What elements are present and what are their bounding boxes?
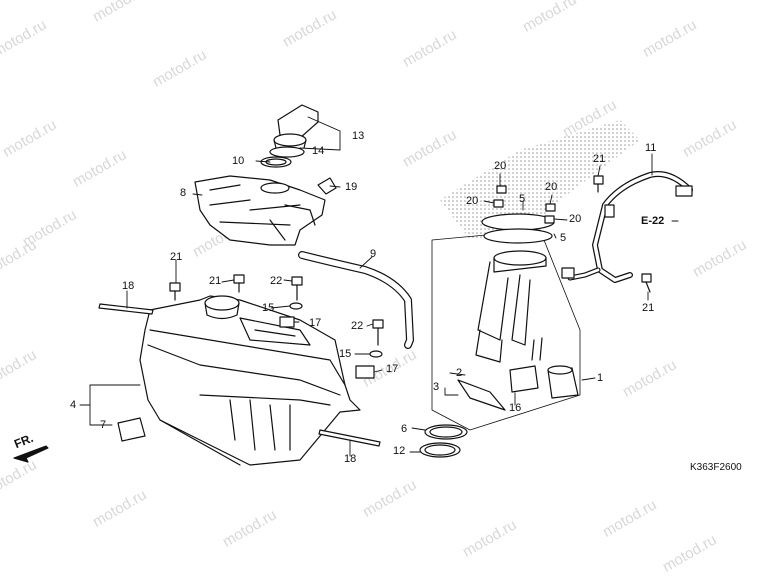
callout-15: 15	[262, 302, 275, 314]
callout-7: 7	[100, 419, 107, 431]
bolt-21-right	[593, 175, 604, 193]
drawing-code: K363F2600	[690, 462, 742, 473]
part-17-cushion	[279, 316, 295, 328]
callout-17: 17	[309, 317, 322, 329]
part-18-rod	[98, 303, 154, 315]
part-7-label	[117, 417, 146, 442]
callout-19: 19	[345, 181, 358, 193]
callout-5: 5	[519, 193, 526, 205]
part-20-clip	[493, 199, 504, 208]
part-20-clip	[496, 185, 507, 194]
callout-16: 16	[509, 402, 522, 414]
bolt-22-a	[291, 276, 303, 301]
callout-4: 4	[70, 399, 77, 411]
callout-6: 6	[401, 423, 408, 435]
part-20-clip	[544, 215, 555, 224]
callout-12: 12	[393, 445, 406, 457]
callout-3: 3	[433, 381, 440, 393]
stipple-shading	[440, 120, 640, 240]
callout-14: 14	[312, 145, 325, 157]
front-arrow-icon	[13, 445, 49, 463]
callout-11: 11	[645, 142, 657, 154]
callout-20: 20	[545, 181, 558, 193]
callout-10: 10	[232, 155, 245, 167]
callout-18: 18	[344, 453, 357, 465]
callout-22: 22	[351, 320, 364, 332]
callout-9: 9	[370, 248, 377, 260]
part-19-clip	[317, 177, 337, 195]
part-8-bracket	[194, 175, 326, 246]
callout-21: 21	[642, 302, 655, 314]
part-9-hose	[298, 251, 414, 349]
reference-label: E-22	[641, 215, 665, 227]
part-20-clip	[545, 203, 556, 212]
callout-21: 21	[593, 153, 606, 165]
callout-1: 1	[597, 372, 604, 384]
part-18-rod	[318, 429, 381, 447]
callout-22: 22	[270, 275, 283, 287]
part-13-cap	[273, 104, 319, 149]
bolt-22-b	[372, 319, 384, 346]
callout-18: 18	[122, 280, 135, 292]
part-11-harness	[561, 171, 693, 283]
fuel-pump-assembly	[431, 213, 581, 431]
part-14-ring	[269, 146, 305, 158]
callout-17: 17	[386, 363, 399, 375]
callout-8: 8	[180, 187, 187, 199]
callout-20: 20	[569, 213, 582, 225]
callout-2: 2	[456, 367, 463, 379]
callout-15: 15	[339, 348, 352, 360]
fuel-tank	[139, 295, 361, 466]
bolt-21-mid	[233, 274, 245, 293]
part-17-cushion	[355, 365, 375, 379]
callout-13: 13	[352, 130, 365, 142]
part-15-washer	[289, 302, 303, 310]
callout-20: 20	[494, 160, 507, 172]
callout-5: 5	[560, 232, 567, 244]
part-15-washer	[369, 350, 383, 358]
callout-21: 21	[209, 275, 222, 287]
callout-20: 20	[466, 195, 479, 207]
leader-lines	[79, 116, 679, 457]
callout-21: 21	[170, 251, 183, 263]
bolt-21-left	[169, 282, 181, 301]
bolt-21-lower-right	[641, 273, 652, 293]
